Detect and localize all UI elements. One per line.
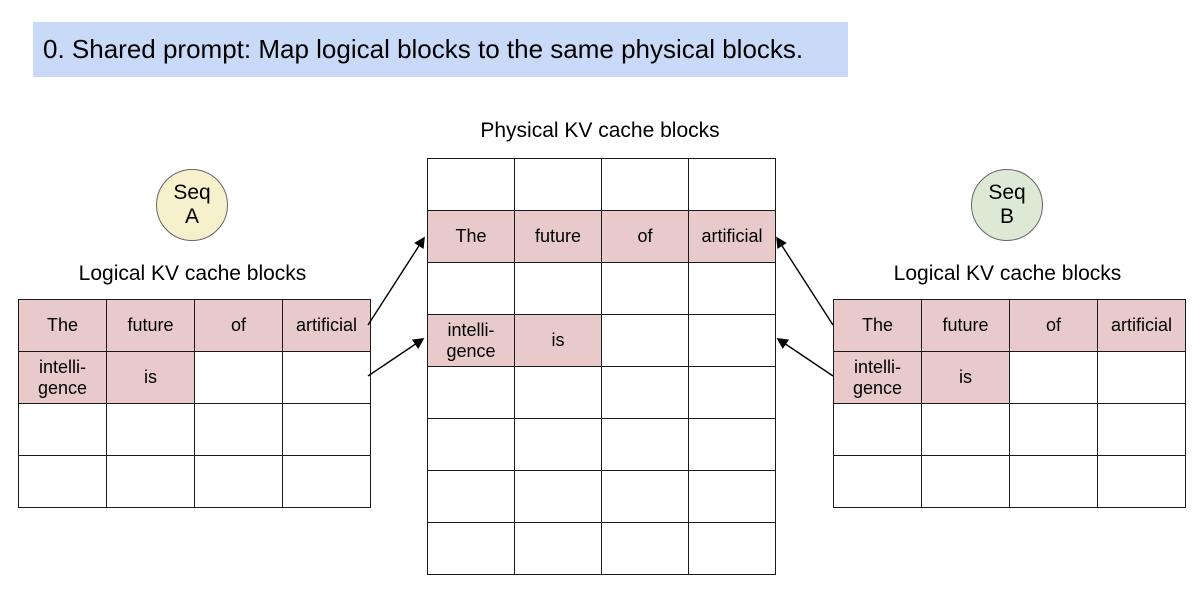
table-row [18,455,371,508]
cell [601,522,689,575]
cell [514,262,602,315]
table-row [427,366,776,419]
cell [601,262,689,315]
cell [282,403,371,456]
arrow-seq-a-block0 [367,236,425,326]
cell [688,158,776,211]
cell [427,158,515,211]
cell: The [833,299,922,352]
cell [688,262,776,315]
cell [1097,351,1186,404]
table-row: The future of artificial [18,299,371,352]
table-row [833,455,1186,508]
cell [427,418,515,471]
cell [601,470,689,523]
cell [1097,455,1186,508]
cell [921,403,1010,456]
cell: intelli- gence [427,314,515,367]
cell [194,455,283,508]
cell [688,366,776,419]
table-row [427,522,776,575]
title-banner-text: 0. Shared prompt: Map logical blocks to … [43,34,804,64]
cell: future [921,299,1010,352]
cell: artificial [1097,299,1186,352]
logical-table-a-title: Logical KV cache blocks [78,262,307,285]
cell [427,366,515,419]
cell [194,351,283,404]
cell [427,522,515,575]
seq-a-badge: Seq A [156,169,228,241]
cell [514,418,602,471]
cell [514,366,602,419]
cell [282,351,371,404]
seq-a-badge-line2: A [184,205,199,228]
cell: of [1009,299,1098,352]
seq-b-badge: Seq B [971,169,1043,241]
cell [601,314,689,367]
cell: is [921,351,1010,404]
cell [688,314,776,367]
arrow-seq-a-block1 [367,338,425,377]
seq-a-badge-line1: Seq [173,181,211,204]
seq-b-badge-line2: B [999,205,1014,228]
cell: future [106,299,195,352]
table-row [833,403,1186,456]
cell [688,522,776,575]
table-row: intelli- gence is [427,314,776,367]
cell: is [514,314,602,367]
cell: intelli- gence [833,351,922,404]
physical-kv-table: The future of artificial intelli- gence … [427,158,776,575]
table-row [427,158,776,211]
cell [1009,455,1098,508]
logical-kv-table-b: The future of artificial intelli- gence … [833,299,1186,508]
cell [1097,403,1186,456]
cell [833,403,922,456]
table-row: intelli- gence is [833,351,1186,404]
table-row [427,262,776,315]
logical-kv-table-a: The future of artificial intelli- gence … [18,299,371,508]
title-banner: 0. Shared prompt: Map logical blocks to … [33,22,848,77]
arrow-seq-b-block1 [776,338,834,377]
cell [601,418,689,471]
cell: The [18,299,107,352]
cell [427,262,515,315]
table-row [427,470,776,523]
table-row [427,418,776,471]
cell: of [194,299,283,352]
cell [601,366,689,419]
cell [18,455,107,508]
cell: The [427,210,515,263]
cell: future [514,210,602,263]
cell [514,522,602,575]
cell [688,418,776,471]
cell [601,158,689,211]
table-row [18,403,371,456]
cell [282,455,371,508]
cell: is [106,351,195,404]
table-row: The future of artificial [427,210,776,263]
physical-table-title: Physical KV cache blocks [480,119,720,142]
cell [833,455,922,508]
logical-table-b-title: Logical KV cache blocks [893,262,1122,285]
cell [688,470,776,523]
arrow-seq-b-block0 [776,236,834,326]
cell [1009,351,1098,404]
cell [514,158,602,211]
cell: artificial [282,299,371,352]
cell [1009,403,1098,456]
table-row: The future of artificial [833,299,1186,352]
cell [18,403,107,456]
cell: intelli- gence [18,351,107,404]
cell [427,470,515,523]
seq-b-badge-line1: Seq [988,181,1026,204]
cell [514,470,602,523]
cell [106,455,195,508]
cell [921,455,1010,508]
cell [194,403,283,456]
cell: artificial [688,210,776,263]
cell [106,403,195,456]
table-row: intelli- gence is [18,351,371,404]
cell: of [601,210,689,263]
